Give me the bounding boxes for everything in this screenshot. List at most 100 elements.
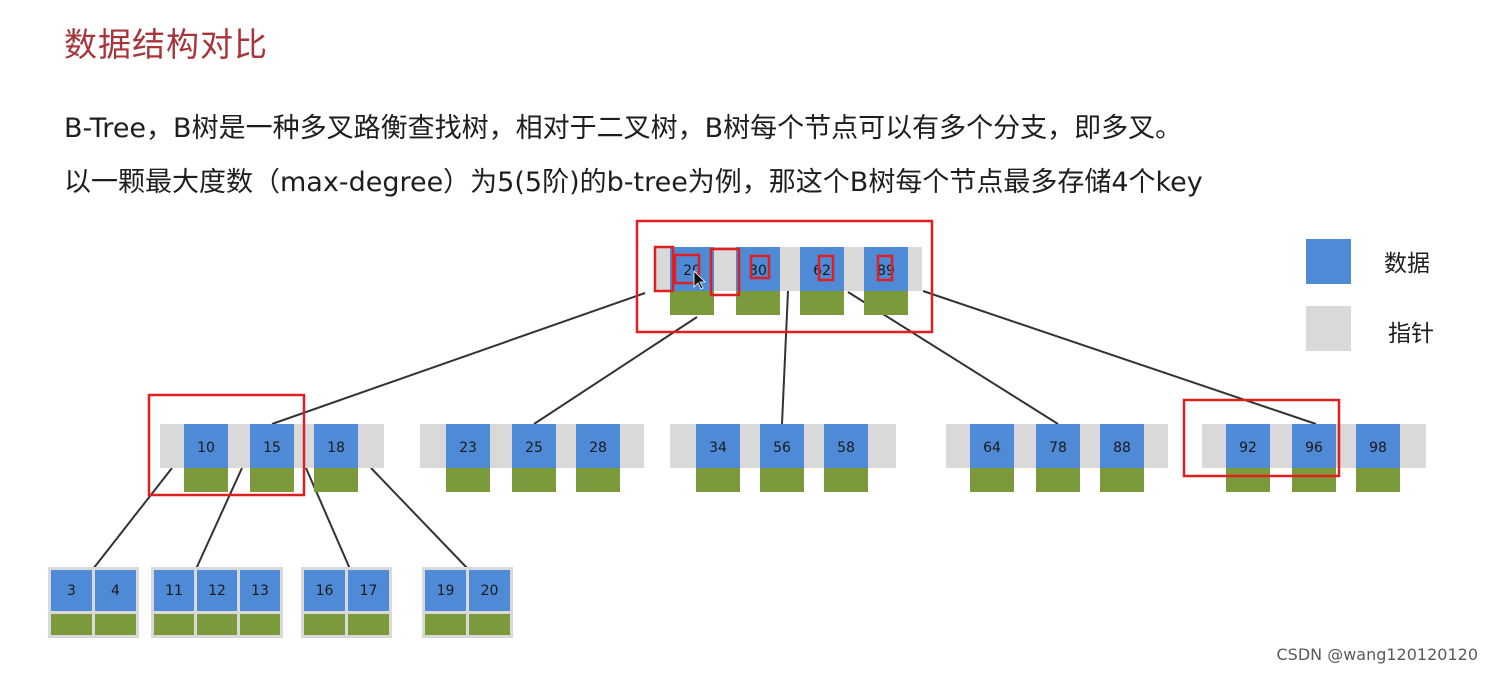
l2-node-3-key-label-1: 78	[1049, 440, 1067, 456]
l2-node-4-payload-0	[1226, 468, 1270, 492]
root-node-key-2	[800, 247, 844, 291]
l2-node-3-payload-0	[970, 468, 1014, 492]
l2-node-1-key-label-2: 28	[589, 440, 607, 456]
root-node-key-3	[864, 247, 908, 291]
description-line-2: 以一颗最大度数（max-degree）为5(5阶)的b-tree为例，那这个B树…	[64, 167, 1203, 198]
root-node-payload-3	[864, 291, 908, 315]
edge-l2-leaf-3	[370, 467, 469, 570]
l2-node-2-payload-0	[696, 468, 740, 492]
l2-node-3-key-label-0: 64	[983, 440, 1001, 456]
l2-node-2-payload-1	[760, 468, 804, 492]
l2-node-1-key-0	[446, 424, 490, 468]
edge-root-l2-4	[922, 290, 1317, 425]
l2-node-2-key-label-2: 58	[837, 440, 855, 456]
edge-l2-leaf-1	[195, 467, 243, 570]
l2-node-4-key-2	[1356, 424, 1400, 468]
leaf-node-0-payload-0	[51, 614, 92, 635]
l2-node-4-payload-1	[1292, 468, 1336, 492]
l2-node-4-key-0	[1226, 424, 1270, 468]
l2-node-4-key-label-0: 92	[1239, 440, 1257, 456]
root-node-payload-0	[670, 291, 714, 315]
l2-node-0-key-label-0: 10	[197, 440, 215, 456]
l2-node-1-payload-1	[512, 468, 556, 492]
edge-root-l2-1	[533, 316, 698, 425]
l2-node-2-key-2	[824, 424, 868, 468]
leaf-node-2-payload-0	[304, 614, 345, 635]
l2-node-3-key-label-2: 88	[1113, 440, 1131, 456]
cursor-icon	[693, 270, 706, 290]
l2-node-2-key-1	[760, 424, 804, 468]
page-title: 数据结构对比	[64, 25, 268, 64]
l2-node-1-key-1	[512, 424, 556, 468]
edge-l2-leaf-2	[305, 467, 351, 570]
leaf-node-2-key-0	[304, 570, 345, 611]
leaf-node-3-key-0	[425, 570, 466, 611]
leaf-node-0-key-label-0: 3	[67, 583, 76, 599]
leaf-node-1-key-0	[154, 570, 194, 611]
leaf-node-1-payload-0	[154, 614, 194, 635]
l2-node-1-key-label-0: 23	[459, 440, 477, 456]
l2-node-0-key-0	[184, 424, 228, 468]
l2-node-0-payload-2	[314, 468, 358, 492]
leaf-node-3-key-1	[469, 570, 510, 611]
highlight-root	[635, 219, 934, 334]
l2-node-4-payload-2	[1356, 468, 1400, 492]
leaf-node-0-key-0	[51, 570, 92, 611]
highlight-root-pointer-1	[709, 247, 741, 297]
leaf-node-1-key-label-2: 13	[251, 583, 269, 599]
l2-node-3-key-2	[1100, 424, 1144, 468]
l2-node-3-payload-2	[1100, 468, 1144, 492]
l2-node-2-payload-2	[824, 468, 868, 492]
leaf-node-3-key-label-0: 19	[437, 583, 455, 599]
leaf-node-1-key-2	[240, 570, 280, 611]
description-line-1: B-Tree，B树是一种多叉路衡查找树，相对于二叉树，B树每个节点可以有多个分支…	[64, 113, 1183, 144]
leaf-node-1-key-label-0: 11	[165, 583, 183, 599]
leaf-node-0-payload-1	[95, 614, 136, 635]
leaf-node-1-key-label-1: 12	[208, 583, 226, 599]
leaf-node-2-payload-1	[348, 614, 389, 635]
l2-node-4-key-label-2: 98	[1369, 440, 1387, 456]
edge-l2-leaf-0	[92, 467, 173, 570]
l2-node-3-key-1	[1036, 424, 1080, 468]
l2-node-1-key-2	[576, 424, 620, 468]
root-node-key-label-2: 62	[813, 263, 831, 279]
legend-data-label: 数据	[1384, 251, 1430, 277]
leaf-node-3-payload-0	[425, 614, 466, 635]
leaf-node-1-payload-1	[197, 614, 237, 635]
highlight-l2-left	[147, 393, 306, 497]
highlight-root-pointer-0	[653, 245, 675, 293]
leaf-node-2-key-1	[348, 570, 389, 611]
highlight-root-key-2	[817, 254, 835, 282]
legend-data-swatch	[1306, 239, 1351, 284]
leaf-node-1-key-1	[197, 570, 237, 611]
l2-node-2-key-label-1: 56	[773, 440, 791, 456]
leaf-node-0-key-1	[95, 570, 136, 611]
l2-node-0-key-1	[250, 424, 294, 468]
l2-node-0-payload-0	[184, 468, 228, 492]
l2-node-1-payload-2	[576, 468, 620, 492]
l2-node-4-key-1	[1292, 424, 1336, 468]
highlight-root-key-3	[876, 254, 894, 282]
watermark: CSDN @wang120120120	[1276, 645, 1478, 664]
highlight-root-key-1	[749, 254, 771, 280]
l2-node-3-payload-1	[1036, 468, 1080, 492]
root-node-key-1	[736, 247, 780, 291]
highlight-l2-right	[1182, 398, 1341, 478]
l2-node-2-key-0	[696, 424, 740, 468]
l2-node-0-key-label-1: 15	[263, 440, 281, 456]
legend-pointer-swatch	[1306, 306, 1351, 351]
l2-node-4-key-label-1: 96	[1305, 440, 1323, 456]
l2-node-1-payload-0	[446, 468, 490, 492]
root-node-payload-2	[800, 291, 844, 315]
legend-pointer-label: 指针	[1388, 321, 1434, 347]
l2-node-2-key-label-0: 34	[709, 440, 727, 456]
leaf-node-0-key-label-1: 4	[111, 583, 120, 599]
highlight-root-key-0	[673, 253, 701, 285]
edge-root-l2-2	[781, 290, 789, 425]
root-node-key-label-1: 30	[749, 263, 767, 279]
root-node-key-label-3: 89	[877, 263, 895, 279]
root-node-payload-1	[736, 291, 780, 315]
l2-node-0-key-2	[314, 424, 358, 468]
l2-node-1-key-label-1: 25	[525, 440, 543, 456]
